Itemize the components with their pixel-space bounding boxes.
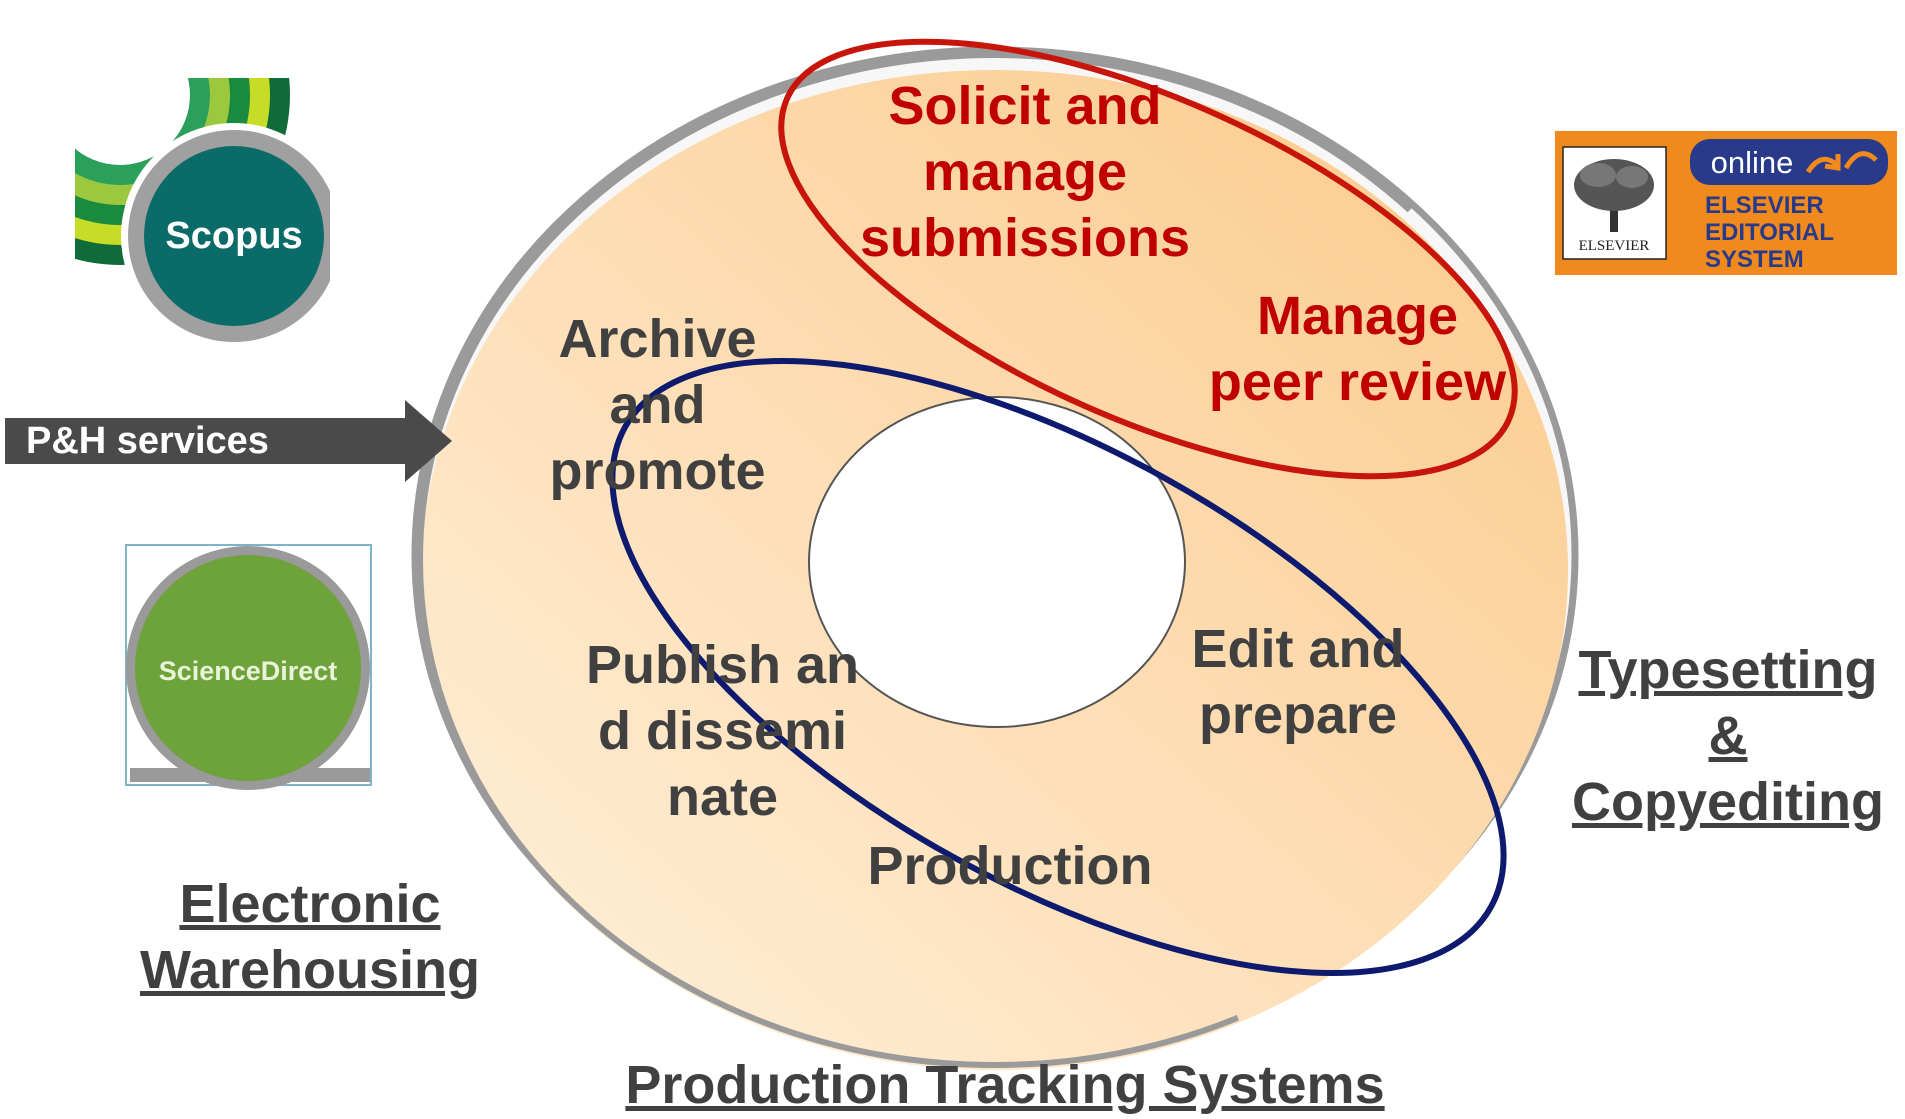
ees-line-2: EDITORIAL: [1705, 219, 1834, 246]
production-tracking-label: Production Tracking Systems: [625, 1055, 1385, 1115]
publish-disseminate-label: Publish and disseminate: [585, 635, 860, 827]
submission-loop: [778, 38, 1518, 480]
production-loop: [609, 358, 1507, 976]
scopus-logo: [75, 78, 330, 346]
typesetting-copyediting-label: Typesetting & Copyediting: [1572, 640, 1884, 832]
ees-online-text: online: [1711, 145, 1794, 180]
ees-logo: [1555, 131, 1897, 275]
ees-line-3: SYSTEM: [1705, 246, 1804, 273]
sciencedirect-logo: [125, 544, 372, 790]
refresh-arrows-icon: [1805, 151, 1878, 174]
solicit-submissions-label: Solicit and manage submissions: [859, 76, 1191, 268]
electronic-warehousing-label: Electronic Warehousing: [139, 874, 480, 1000]
ring-hole: [808, 396, 1186, 728]
production-label: Production: [867, 836, 1153, 896]
ees-line-1: ELSEVIER: [1705, 192, 1824, 219]
elsevier-tree-icon: [1574, 159, 1654, 232]
edit-prepare-label: Edit and prepare: [1191, 619, 1405, 745]
workflow-ring: [411, 46, 1579, 1070]
sciencedirect-text: ScienceDirect: [159, 656, 338, 686]
ph-services-label: P&H services: [26, 420, 269, 462]
ph-services-arrow: [5, 400, 452, 482]
scopus-text: Scopus: [165, 215, 302, 257]
manage-peer-review-label: Manage peer review: [1208, 286, 1507, 412]
ees-elsevier-caption: ELSEVIER: [1579, 238, 1650, 254]
archive-promote-label: Archive and promote: [549, 309, 766, 501]
